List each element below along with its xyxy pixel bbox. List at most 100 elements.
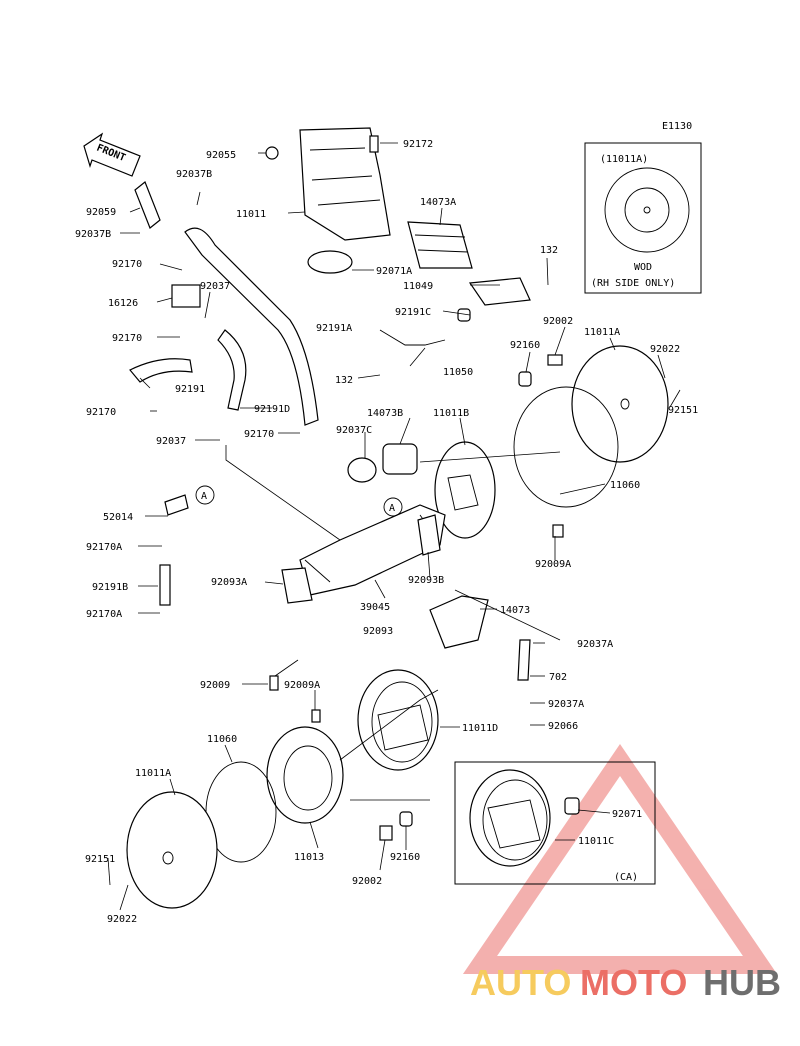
label-11060-bottom: 11060 [207,734,237,745]
valve-16126 [171,284,201,308]
filter-element-11013 [266,726,344,824]
housing-11011B [434,441,496,539]
wod-inset-line2: (RH SIDE ONLY) [591,278,675,289]
label-92191: 92191 [175,384,205,395]
watermark-hub: HUB [703,962,781,1003]
bolt-92002-upper [547,354,563,366]
label-92037B-left: 92037B [75,229,111,240]
part-labels: 92055 92172 92037B 11011 14073A 92059 92… [75,139,698,925]
watermark-auto: AUTO [470,962,571,1003]
label-92009: 92009 [200,680,230,691]
label-11011A-top: 11011A [584,327,620,338]
seal-11060-upper [513,386,619,508]
ca-inset-note: (CA) [614,872,638,883]
gasket-92071A [307,250,353,274]
label-92009A-right: 92009A [535,559,571,570]
label-92191C: 92191C [395,307,431,318]
watermark-moto: MOTO [580,962,687,1003]
label-92066: 92066 [548,721,578,732]
watermark-logo: AUTO MOTO HUB [462,744,781,1003]
label-132-mid: 132 [335,375,353,386]
oring-92055 [265,146,279,160]
label-92037A-a: 92037A [577,639,613,650]
diagram-code: E1130 [662,121,692,132]
hose-long [184,227,319,426]
label-92009A-left: 92009A [284,680,320,691]
label-11013: 11013 [294,852,324,863]
label-11011B: 11011B [433,408,469,419]
ca-inset: (CA) [454,761,656,885]
label-16126: 16126 [108,298,138,309]
grommet-92160-lower [399,811,413,827]
label-92059: 92059 [86,207,116,218]
label-92151-top: 92151 [668,405,698,416]
label-92170A-b: 92170A [86,609,122,620]
label-14073A: 14073A [420,197,456,208]
label-92002-top: 92002 [543,316,573,327]
bolt-92009 [269,675,279,691]
label-92160-top: 92160 [510,340,540,351]
label-11060-top: 11060 [610,480,640,491]
wod-inset-line1: WOD [634,262,652,273]
label-92093: 92093 [363,626,393,637]
wod-inset-title: (11011A) [600,154,648,165]
label-92151-bottom: 92151 [85,854,115,865]
label-14073B: 14073B [367,408,403,419]
hose-702 [517,639,531,681]
label-11049: 11049 [403,281,433,292]
duct-14073B [382,443,418,475]
bolt-92009A [311,709,321,723]
clamp-92037C [347,457,377,483]
bolt-92002-lower [379,825,393,841]
duct-14073 [429,595,489,649]
label-92160-bottom: 92160 [390,852,420,863]
wod-inset: (11011A) WOD (RH SIDE ONLY) [584,142,702,294]
gasket-92093A [281,567,313,604]
label-92037B-top: 92037B [176,169,212,180]
label-92055: 92055 [206,150,236,161]
air-box-cover-11011A-lower [126,791,218,909]
label-132-top: 132 [540,245,558,256]
label-11011C: 11011C [578,836,614,847]
label-92191D: 92191D [254,404,290,415]
hose-92059 [134,181,161,229]
hose-92191 [129,358,193,383]
label-11011D: 11011D [462,723,498,734]
label-92037C: 92037C [336,425,372,436]
label-11011A-bottom: 11011A [135,768,171,779]
front-arrow: FRONT [83,132,141,177]
label-92037-b: 92037 [156,436,186,447]
hose-92191D [217,329,247,411]
label-92170-a: 92170 [112,259,142,270]
label-92037A-b: 92037A [548,699,584,710]
bolt-92172 [369,135,379,153]
label-92071: 92071 [612,809,642,820]
label-92093B: 92093B [408,575,444,586]
label-702: 702 [549,672,567,683]
label-92093A: 92093A [211,577,247,588]
bolt-92009A-right [552,524,564,538]
duct-14073A [407,221,473,269]
label-92172: 92172 [403,139,433,150]
bracket-11049 [468,277,531,306]
label-92022-top: 92022 [650,344,680,355]
label-92170-b: 92170 [112,333,142,344]
label-92037-a: 92037 [200,281,230,292]
label-92191B: 92191B [92,582,128,593]
ref-circle-a-right [383,497,403,517]
label-92170-d: 92170 [244,429,274,440]
label-52014: 52014 [103,512,133,523]
fitting-52014 [164,494,189,516]
label-11050: 11050 [443,367,473,378]
label-92170A-a: 92170A [86,542,122,553]
label-92170-c: 92170 [86,407,116,418]
gasket-92093B [417,514,441,556]
label-92002-bottom: 92002 [352,876,382,887]
bracket-11050 [379,329,446,346]
grommet-92160-upper [518,371,532,387]
ref-a-left: A [201,491,207,502]
air-box-cover-11011A [571,345,669,463]
ref-a-right: A [389,503,395,514]
hose-92191B [159,564,171,606]
